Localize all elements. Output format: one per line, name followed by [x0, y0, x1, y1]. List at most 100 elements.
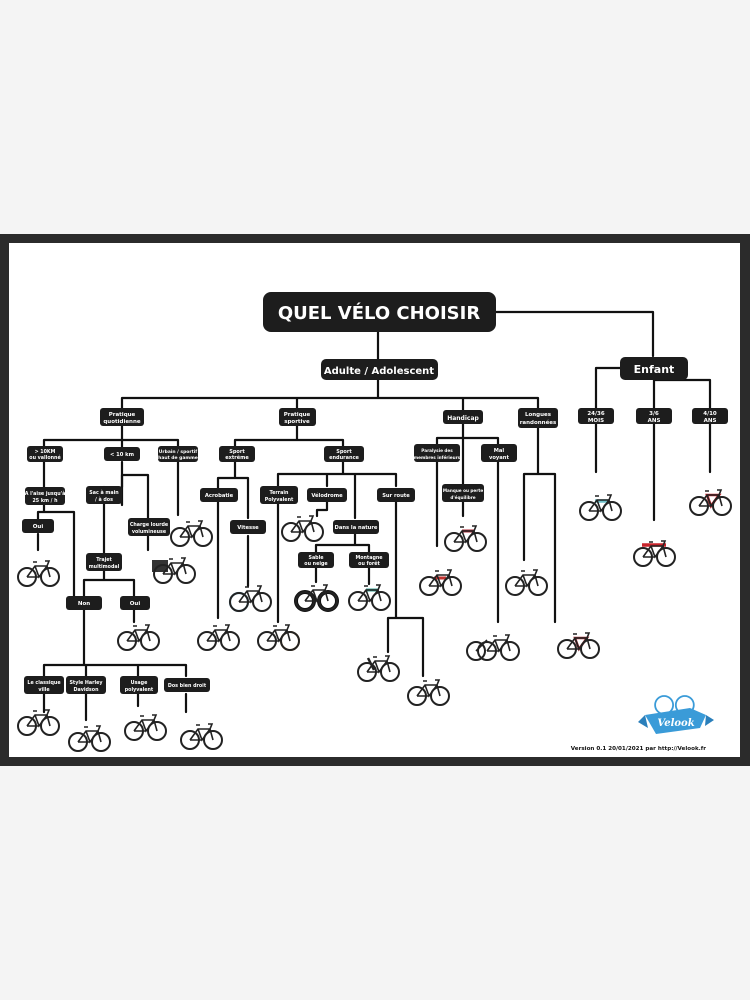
- city-bike-icon: [505, 569, 548, 596]
- svg-text:d'équilibre: d'équilibre: [450, 495, 475, 500]
- svg-text:endurance: endurance: [329, 455, 359, 461]
- node-trajet-multimodal: Trajet multimodal: [86, 553, 122, 571]
- svg-text:Davidson: Davidson: [74, 687, 100, 693]
- svg-text:Non: Non: [78, 601, 90, 607]
- node-pratique-sportive: Pratique sportive: [279, 408, 316, 426]
- bmx-icon: [197, 624, 240, 651]
- node-usage-polyvalent: Usage polyvalent: [120, 676, 158, 694]
- balance-bike-icon: [579, 494, 622, 521]
- svg-text:Dans la nature: Dans la nature: [335, 525, 378, 531]
- svg-text:Vélodrome: Vélodrome: [311, 492, 343, 499]
- branch-adulte-label: Adulte / Adolescent: [324, 366, 434, 377]
- svg-text:Vitesse: Vitesse: [237, 525, 259, 531]
- node-charge-lourde: Charge lourde volumineuse: [128, 518, 170, 536]
- node-non: Non: [66, 596, 102, 610]
- svg-text:Handicap: Handicap: [447, 415, 479, 422]
- tricycle-icon: [444, 525, 487, 552]
- tricycle-icon: [633, 540, 676, 567]
- svg-text:ville: ville: [38, 687, 50, 693]
- node-sur-route: Sur route: [377, 488, 415, 502]
- svg-text:ANS: ANS: [704, 418, 717, 424]
- svg-text:quotidienne: quotidienne: [103, 419, 141, 425]
- svg-text:Charge lourde: Charge lourde: [130, 522, 169, 528]
- svg-text:/ à dos: / à dos: [95, 496, 113, 503]
- svg-text:Montagne: Montagne: [355, 555, 383, 561]
- svg-text:Longues: Longues: [525, 412, 552, 418]
- fat-bike-icon: [294, 584, 339, 612]
- node-dos-bien-droit: Dos bien droit: [164, 678, 210, 692]
- node-style-harley: Style Harley Davidson: [66, 676, 106, 694]
- svg-text:Polyvalent: Polyvalent: [265, 497, 294, 503]
- node-sable-neige: Sable ou neige: [298, 552, 334, 568]
- node-montagne-foret: Montagne ou forêt: [349, 552, 389, 568]
- svg-text:Oui: Oui: [130, 601, 141, 607]
- title-node: QUEL VÉLO CHOISIR: [263, 292, 496, 332]
- svg-text:Sac à main: Sac à main: [89, 489, 119, 496]
- node-handicap: Handicap: [443, 410, 483, 424]
- svg-text:Terrain: Terrain: [270, 490, 290, 496]
- svg-text:4/10: 4/10: [703, 411, 717, 417]
- node-urbain: Urbain / sportif haut de gamme: [158, 446, 198, 462]
- svg-text:extrême: extrême: [225, 454, 249, 461]
- road-bike-icon: [228, 585, 272, 613]
- road-bike-icon: [557, 632, 600, 659]
- svg-text:Acrobatie: Acrobatie: [205, 493, 234, 499]
- svg-text:volumineuse: volumineuse: [132, 529, 167, 535]
- svg-text:Le classique: Le classique: [27, 680, 61, 686]
- svg-text:haut de gamme: haut de gamme: [158, 455, 198, 461]
- node-terrain-polyvalent: Terrain Polyvalent: [260, 486, 298, 504]
- logo-text: Velook: [657, 718, 694, 729]
- city-bike-icon: [124, 714, 167, 741]
- svg-text:Sport: Sport: [229, 449, 245, 455]
- city-bike-icon: [68, 725, 111, 752]
- svg-text:ou neige: ou neige: [304, 561, 328, 567]
- svg-text:polyvalent: polyvalent: [125, 687, 154, 693]
- svg-text:Sable: Sable: [308, 555, 324, 561]
- svg-text:Trajet: Trajet: [96, 557, 112, 563]
- node-aller-25: A l'aise jusqu'à 25 km / h: [25, 487, 66, 505]
- svg-text:MOIS: MOIS: [588, 418, 604, 424]
- recumbent-icon: [357, 655, 400, 682]
- node-paralysie: Paralysie des membres inférieurs: [414, 444, 461, 462]
- footer-version: Version 0.1 20/01/2021 par http://Velook…: [571, 746, 706, 752]
- svg-text:Dos bien droit: Dos bien droit: [168, 683, 207, 689]
- svg-text:Pratique: Pratique: [284, 412, 311, 418]
- branch-enfant-label: Enfant: [634, 363, 675, 376]
- branch-adulte-node: Adulte / Adolescent: [321, 359, 438, 380]
- recumbent-icon: [419, 569, 462, 596]
- node-enfant-4-10: 4/10 ANS: [692, 408, 728, 424]
- kids-bike-icon: [689, 489, 732, 516]
- bike-illustrations: [17, 489, 732, 752]
- node-acrobatie: Acrobatie: [200, 488, 238, 502]
- node-sac-main: Sac à main / à dos: [86, 486, 122, 504]
- page-title: QUEL VÉLO CHOISIR: [278, 302, 481, 324]
- svg-text:Urbain / sportif: Urbain / sportif: [159, 449, 198, 455]
- svg-text:ANS: ANS: [648, 418, 661, 424]
- node-enfant-24-36: 24/36 MOIS: [578, 408, 614, 424]
- tandem-icon: [466, 634, 520, 661]
- svg-text:> 10KM: > 10KM: [35, 449, 56, 455]
- svg-text:A l'aise jusqu'à: A l'aise jusqu'à: [25, 490, 66, 497]
- svg-text:membres inférieurs: membres inférieurs: [414, 455, 461, 460]
- node-velodrome: Vélodrome: [307, 488, 347, 502]
- node-classique-ville: Le classique ville: [24, 676, 64, 694]
- svg-text:Sport: Sport: [336, 449, 352, 455]
- svg-text:voyant: voyant: [489, 455, 510, 461]
- road-bike-icon: [281, 515, 324, 542]
- city-bike-icon: [17, 709, 60, 736]
- node-enfant-3-6: 3/6 ANS: [636, 408, 672, 424]
- node-longues-randonnees: Longues randonnées: [518, 408, 558, 428]
- velook-logo: Velook: [638, 695, 714, 734]
- svg-text:randonnées: randonnées: [520, 419, 557, 426]
- node-oui-2: Oui: [120, 596, 150, 610]
- svg-text:sportive: sportive: [284, 419, 310, 425]
- node-pratique-quotidienne: Pratique quotidienne: [100, 408, 144, 426]
- node-sport-endurance: Sport endurance: [324, 446, 364, 462]
- svg-text:Style Harley: Style Harley: [69, 680, 103, 686]
- node-manque-equilibre: Manque ou perte d'équilibre: [442, 484, 484, 502]
- branch-enfant-node: Enfant: [620, 357, 688, 380]
- road-bike-icon: [407, 679, 450, 706]
- svg-text:multimodal: multimodal: [89, 564, 120, 570]
- svg-text:ou forêt: ou forêt: [358, 560, 380, 567]
